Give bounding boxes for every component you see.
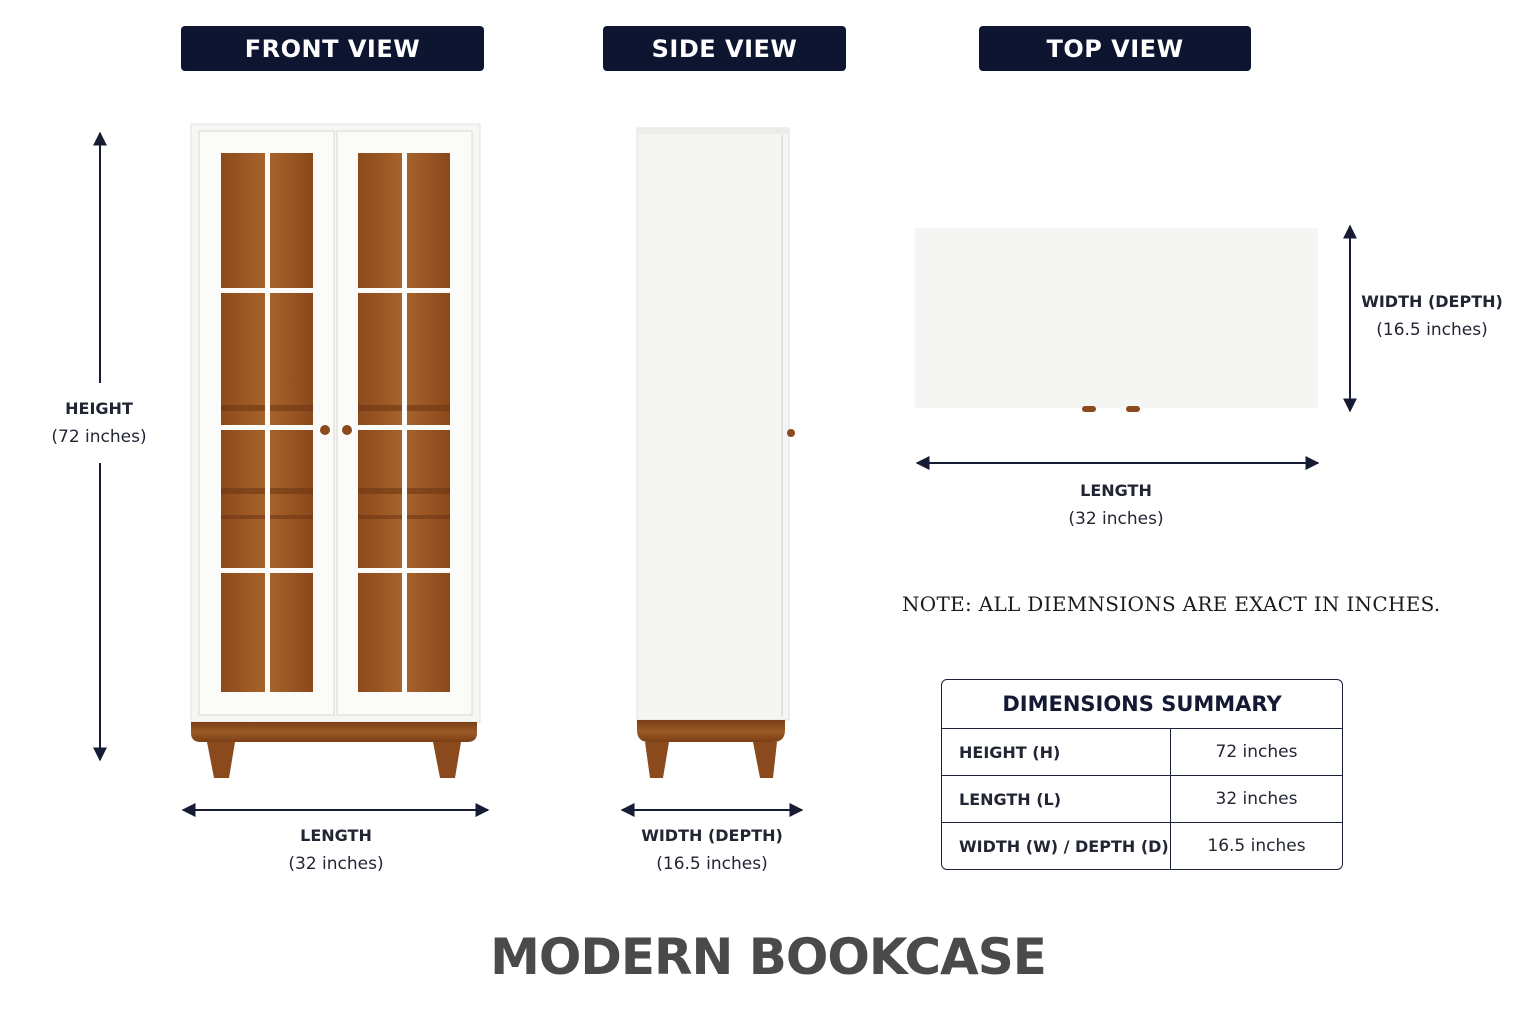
table-row: WIDTH (W) / DEPTH (D) 16.5 inches — [942, 822, 1342, 869]
top-length-label: LENGTH (32 inches) — [1016, 477, 1216, 533]
side-width-name: WIDTH (DEPTH) — [641, 826, 783, 845]
summary-value: 32 inches — [1215, 789, 1298, 809]
front-height-label: HEIGHT (72 inches) — [40, 395, 158, 451]
top-width-value: (16.5 inches) — [1376, 320, 1488, 340]
front-view-header: FRONT VIEW — [181, 26, 484, 71]
top-width-label: WIDTH (DEPTH) (16.5 inches) — [1352, 288, 1512, 344]
top-length-value: (32 inches) — [1068, 509, 1164, 529]
front-length-label: LENGTH (32 inches) — [236, 822, 436, 878]
summary-value: 16.5 inches — [1207, 836, 1306, 856]
side-width-label: WIDTH (DEPTH) (16.5 inches) — [612, 822, 812, 878]
side-bookcase — [636, 127, 795, 778]
summary-label: LENGTH (L) — [942, 776, 1171, 822]
front-bookcase — [190, 123, 481, 778]
top-width-name: WIDTH (DEPTH) — [1361, 292, 1503, 311]
summary-label: HEIGHT (H) — [942, 729, 1171, 775]
page-title: MODERN BOOKCASE — [490, 928, 1047, 986]
side-width-value: (16.5 inches) — [656, 854, 768, 874]
front-length-name: LENGTH — [300, 826, 372, 845]
top-length-name: LENGTH — [1080, 481, 1152, 500]
front-height-value: (72 inches) — [51, 427, 147, 447]
summary-value: 72 inches — [1215, 742, 1298, 762]
summary-title: DIMENSIONS SUMMARY — [942, 680, 1342, 729]
top-view-header: TOP VIEW — [979, 26, 1251, 71]
side-view-header: SIDE VIEW — [603, 26, 846, 71]
table-row: LENGTH (L) 32 inches — [942, 775, 1342, 822]
dimensions-note: NOTE: ALL DIEMNSIONS ARE EXACT IN INCHES… — [902, 592, 1441, 616]
top-bookcase — [915, 228, 1318, 412]
summary-label: WIDTH (W) / DEPTH (D) — [942, 823, 1171, 869]
front-length-value: (32 inches) — [288, 854, 384, 874]
dimensions-summary-table: DIMENSIONS SUMMARY HEIGHT (H) 72 inches … — [941, 679, 1343, 870]
front-height-name: HEIGHT — [65, 399, 133, 418]
table-row: HEIGHT (H) 72 inches — [942, 729, 1342, 775]
